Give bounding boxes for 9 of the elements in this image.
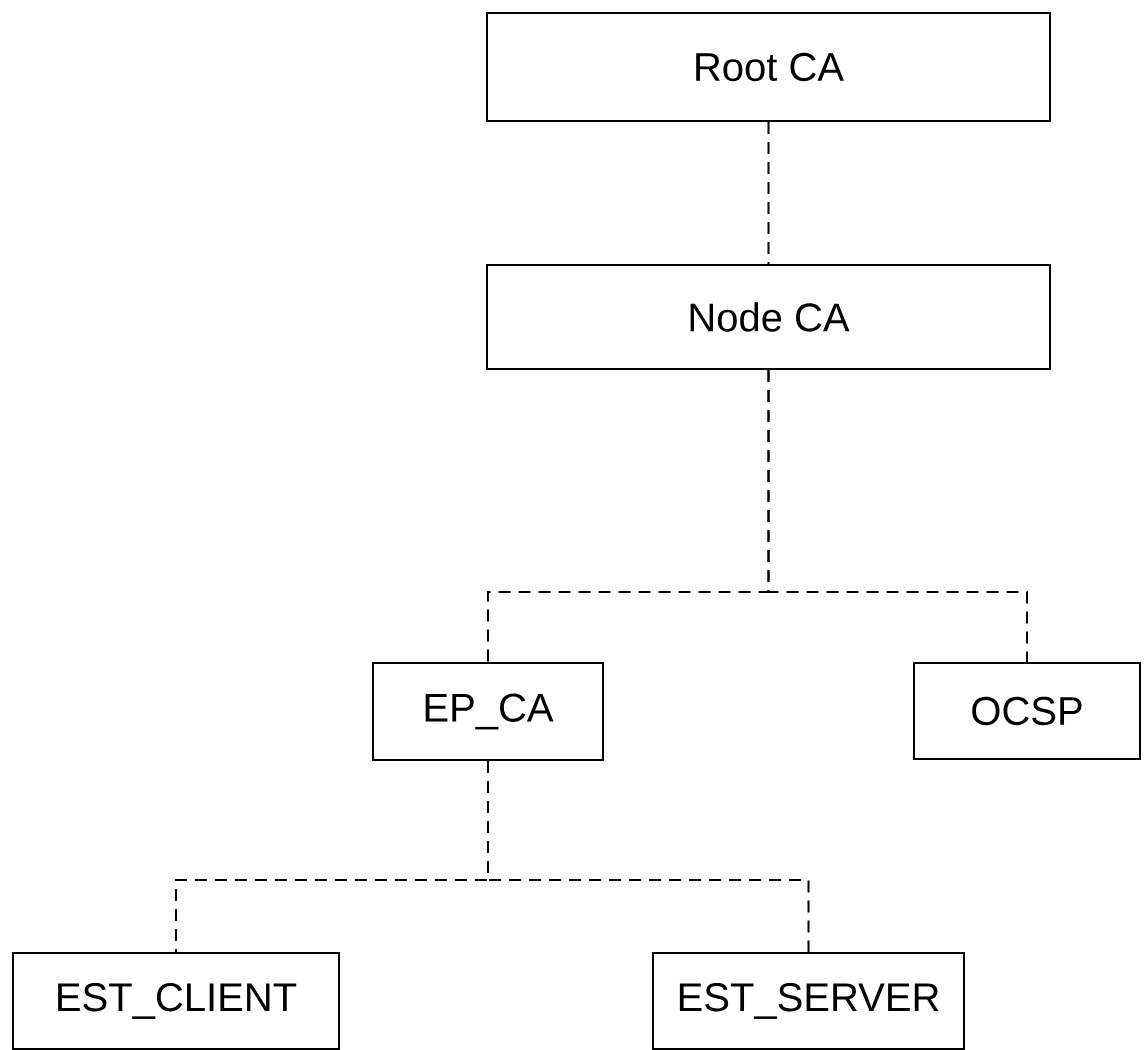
connector-line (487, 760, 810, 953)
connector-line (767, 121, 770, 265)
process-box: EST_CLIENT (12, 952, 340, 1050)
process-box: EST_SERVER (652, 952, 965, 1050)
process-box: Node CA (486, 264, 1051, 370)
process-box: Root CA (486, 12, 1051, 122)
process-box: OCSP (913, 662, 1141, 760)
process-box: EP_CA (372, 662, 604, 761)
connector-line (767, 369, 1028, 663)
